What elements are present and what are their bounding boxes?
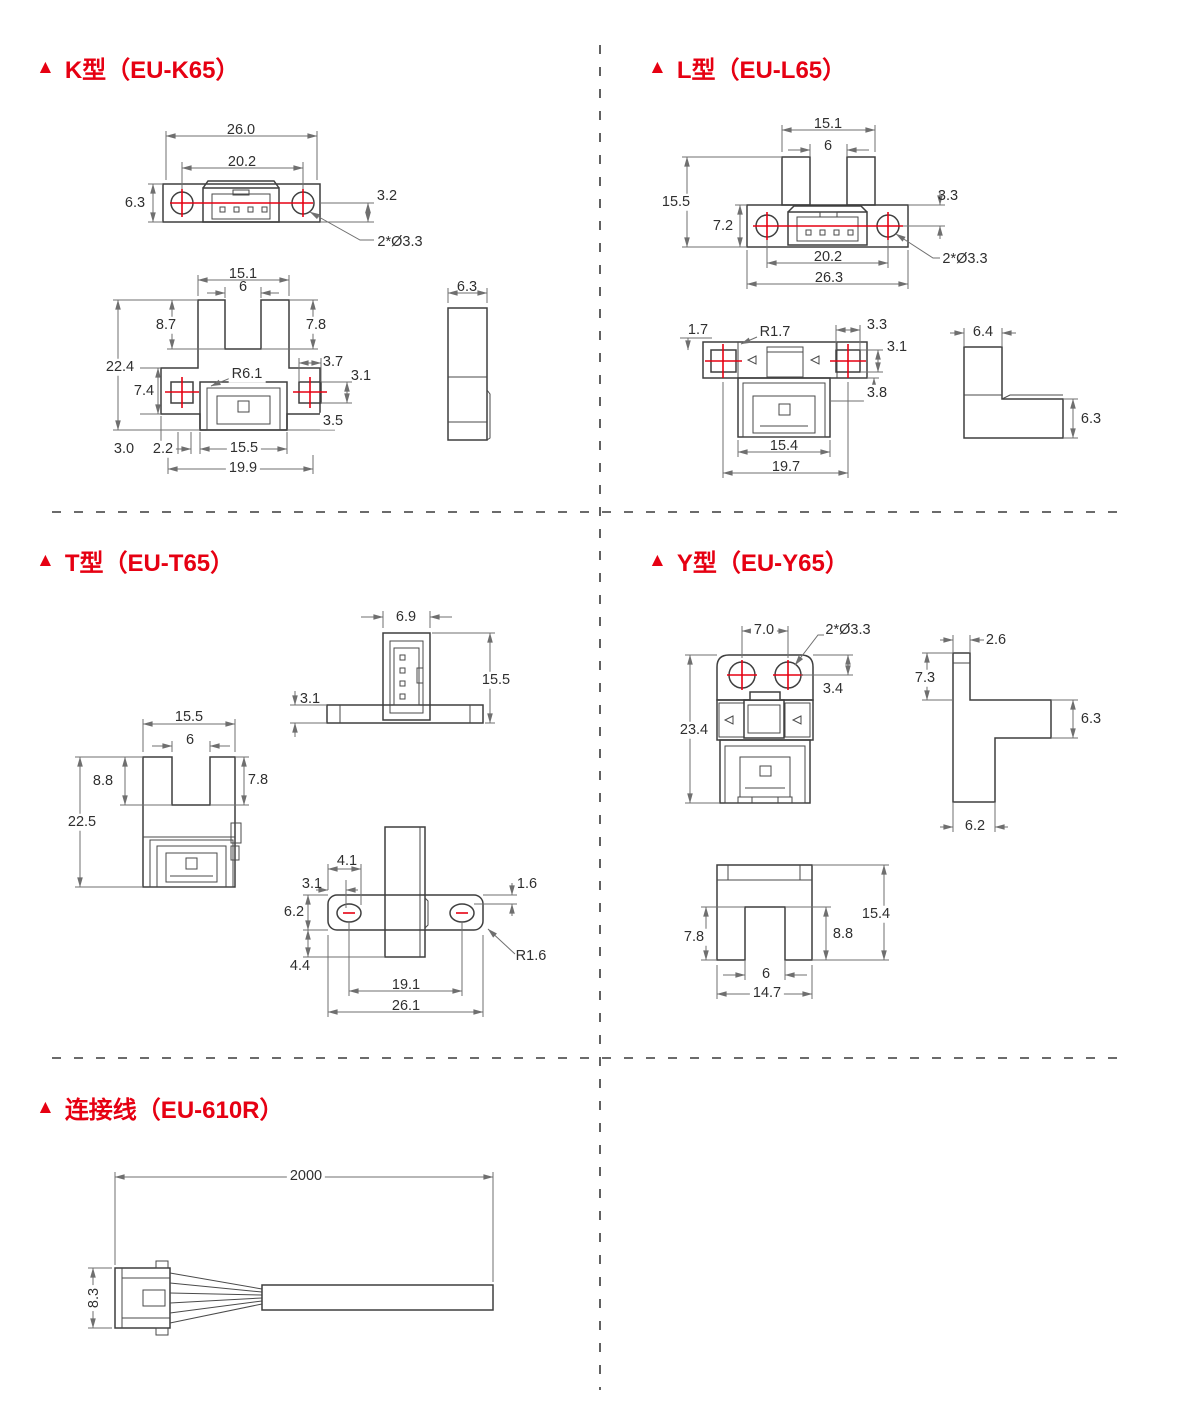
dim-label: 7.0 xyxy=(750,621,778,639)
cable-drawing xyxy=(88,1172,494,1336)
dim-label: R1.6 xyxy=(515,947,547,964)
dim-label: 6.2 xyxy=(283,903,305,920)
dim-label: 3.1 xyxy=(299,690,321,707)
dim-label: 3.3 xyxy=(866,316,888,333)
dim-label: 6 xyxy=(185,731,195,748)
triangle-icon: ▲ xyxy=(648,550,667,571)
dim-label: 3.1 xyxy=(886,338,908,355)
dim-label: 6.3 xyxy=(1080,710,1102,727)
dim-label: 15.5 xyxy=(226,439,262,457)
dim-label: 8.3 xyxy=(85,1284,103,1312)
dim-label: 26.1 xyxy=(391,997,421,1014)
dim-label: 8.7 xyxy=(152,316,180,334)
dim-label: 3.5 xyxy=(319,412,347,430)
dim-label: 6.3 xyxy=(456,278,478,295)
triangle-icon: ▲ xyxy=(36,1097,55,1118)
dim-label: 15.1 xyxy=(228,265,258,282)
dim-label: 6.3 xyxy=(124,194,146,211)
dim-label: 2*Ø3.3 xyxy=(825,621,871,638)
section-title-text: T型（EU-T65） xyxy=(64,550,235,577)
dim-label: 2.2 xyxy=(149,440,177,458)
k-side-view xyxy=(447,288,491,441)
dim-label: 8.8 xyxy=(92,772,114,789)
dim-label: 15.4 xyxy=(858,905,894,923)
dim-label: 2.6 xyxy=(985,631,1007,648)
dim-label: 2000 xyxy=(286,1167,326,1185)
dim-label: 15.5 xyxy=(478,671,514,689)
dim-label: 1.6 xyxy=(516,875,538,892)
dim-label: 20.2 xyxy=(227,153,257,170)
section-title-text: K型（EU-K65） xyxy=(64,57,240,84)
triangle-icon: ▲ xyxy=(36,57,55,78)
dim-label: 23.4 xyxy=(676,721,712,739)
dim-label: 7.8 xyxy=(302,316,330,334)
dim-label: 26.3 xyxy=(814,269,844,286)
dim-label: 7.8 xyxy=(680,928,708,946)
section-dividers xyxy=(52,45,1126,1390)
section-title-text: L型（EU-L65） xyxy=(676,57,847,84)
l-top-view xyxy=(682,125,945,289)
dim-label: 3.3 xyxy=(937,187,959,204)
dim-label: 6.2 xyxy=(964,817,986,834)
dim-label: 7.3 xyxy=(911,669,939,687)
dim-label: 3.7 xyxy=(322,353,344,370)
t-top-view xyxy=(290,611,495,737)
y-side-view xyxy=(922,635,1078,832)
section-title-cable: ▲ 连接线（EU-610R） xyxy=(36,1090,284,1125)
k-top-view xyxy=(148,131,374,241)
dim-label: 26.0 xyxy=(226,121,256,138)
dim-label: 6 xyxy=(761,965,771,982)
dim-label: 4.4 xyxy=(289,957,311,974)
dim-label: 15.4 xyxy=(769,437,799,454)
section-title-text: 连接线（EU-610R） xyxy=(64,1097,284,1124)
dim-label: 4.1 xyxy=(336,852,358,869)
y-front-view xyxy=(685,626,853,804)
section-title-text: Y型（EU-Y65） xyxy=(676,550,849,577)
triangle-icon: ▲ xyxy=(648,57,667,78)
dim-label: 2*Ø3.3 xyxy=(942,250,988,267)
dim-label: R6.1 xyxy=(228,365,266,383)
dim-label: 1.7 xyxy=(687,321,709,338)
dim-label: 20.2 xyxy=(813,248,843,265)
dim-label: 15.5 xyxy=(658,193,694,211)
dim-label: 8.8 xyxy=(832,925,854,942)
dim-label: R1.7 xyxy=(759,323,791,340)
dim-label: 3.2 xyxy=(376,187,398,204)
section-title-k: ▲ K型（EU-K65） xyxy=(36,50,240,85)
dim-label: 3.4 xyxy=(822,680,844,697)
dim-label: 3.1 xyxy=(350,367,372,384)
dim-label: 3.8 xyxy=(863,384,891,402)
dim-label: 2*Ø3.3 xyxy=(377,233,423,250)
y-bottom-view xyxy=(701,864,889,999)
dim-label: 6.4 xyxy=(972,323,994,340)
dim-label: 3.1 xyxy=(301,875,323,892)
dim-label: 7.8 xyxy=(247,771,269,788)
dim-label: 6 xyxy=(238,278,248,295)
dim-label: 19.9 xyxy=(225,459,261,477)
dim-label: 22.4 xyxy=(102,358,138,376)
triangle-icon: ▲ xyxy=(36,550,55,571)
dim-label: 15.1 xyxy=(813,115,843,132)
dim-label: 6.9 xyxy=(395,608,417,625)
section-title-t: ▲ T型（EU-T65） xyxy=(36,543,234,578)
dim-label: 15.5 xyxy=(174,708,204,725)
dim-label: 7.4 xyxy=(130,382,158,400)
dim-label: 6.3 xyxy=(1080,410,1102,427)
t-front-view xyxy=(75,719,249,888)
dim-label: 22.5 xyxy=(64,813,100,831)
dim-label: 6 xyxy=(823,137,833,154)
l-side-view xyxy=(950,328,1078,439)
dim-label: 7.2 xyxy=(712,217,734,234)
dim-label: 19.1 xyxy=(391,976,421,993)
dim-label: 14.7 xyxy=(749,984,785,1002)
section-title-y: ▲ Y型（EU-Y65） xyxy=(648,543,849,578)
l-bottom-view xyxy=(680,325,883,478)
dim-label: 3.0 xyxy=(113,440,135,457)
t-bottom-view xyxy=(303,826,517,1017)
section-title-l: ▲ L型（EU-L65） xyxy=(648,50,846,85)
dim-label: 19.7 xyxy=(771,458,801,475)
